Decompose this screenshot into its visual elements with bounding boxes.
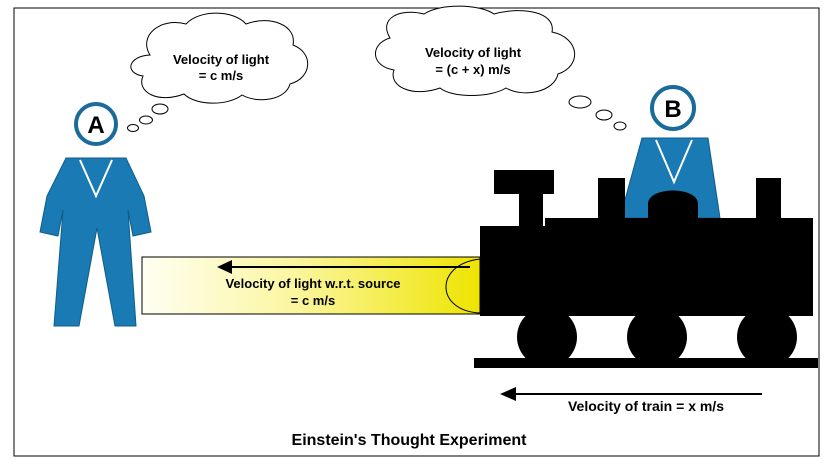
thought-b-line2: = (c + x) m/s [435, 62, 510, 77]
light-beam-label-line2: = c m/s [291, 293, 335, 308]
observer-a: A [39, 102, 152, 327]
train-chimney-cap [494, 170, 554, 194]
thought-cloud-a [130, 12, 309, 104]
train-boiler [480, 226, 813, 316]
train [474, 170, 818, 368]
thought-bubble-a: Velocity of light = c m/s [127, 12, 309, 132]
train-rail [474, 358, 818, 368]
light-beam: Velocity of light w.r.t. source = c m/s [141, 256, 481, 315]
train-arrow-head [500, 387, 516, 401]
light-beam-label-line1: Velocity of light w.r.t. source [225, 276, 400, 291]
thought-bubble-b: Velocity of light = (c + x) m/s [375, 5, 627, 131]
train-velocity-label: Velocity of train = x m/s [568, 398, 724, 414]
train-wheel-2 [627, 307, 687, 367]
train-velocity: Velocity of train = x m/s [500, 387, 762, 414]
diagram-frame [13, 7, 820, 457]
thought-a-line2: = c m/s [199, 68, 243, 83]
headlamp-arc [445, 258, 481, 314]
observer-a-body [39, 157, 152, 327]
observer-a-label: A [87, 112, 104, 139]
train-cab-roof [545, 218, 813, 228]
observer-b-head [650, 85, 696, 131]
observer-a-head [74, 102, 118, 146]
diagram-caption: Einstein's Thought Experiment [292, 432, 528, 449]
thought-b-line1: Velocity of light [425, 45, 522, 60]
thought-cloud-b [375, 5, 575, 96]
train-wheel-1 [517, 307, 577, 367]
train-dome [648, 190, 698, 226]
observer-b-label: B [664, 96, 681, 123]
light-arrow-head [217, 260, 232, 274]
thought-a-line1: Velocity of light [173, 52, 270, 67]
train-wheel-3 [737, 307, 797, 367]
